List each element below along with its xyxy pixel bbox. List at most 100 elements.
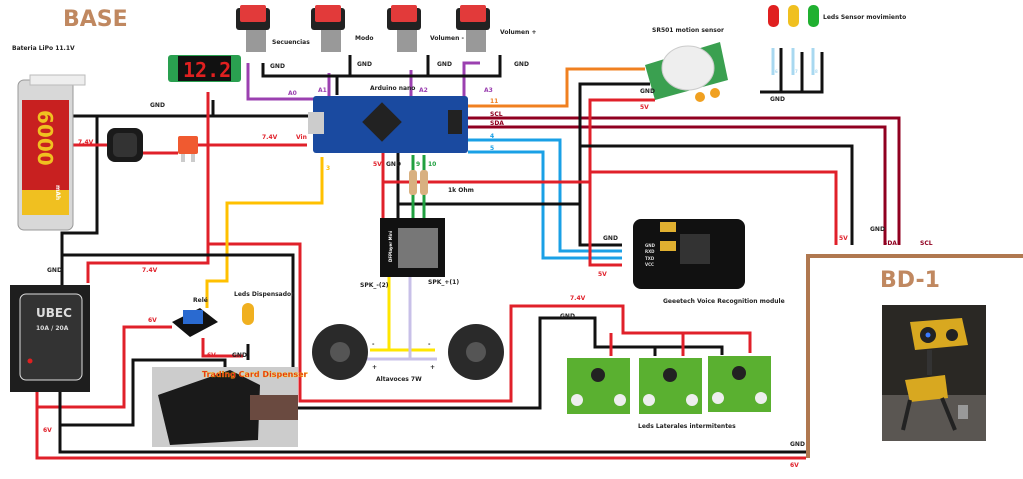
ubec-label: UBEC (36, 306, 72, 320)
wire-side-gnd (555, 316, 724, 355)
fuse (178, 136, 198, 162)
side-leds-gnd: GND (560, 313, 575, 320)
wire-bottom-6v (35, 407, 806, 460)
side-leds-label: Leds Laterales intermitentes (638, 423, 736, 430)
bd1-sda-label: SDA (883, 240, 897, 247)
side-leds: 7.4V GND Leds Laterales intermitentes (560, 295, 771, 430)
wire-gnd-loop (62, 253, 565, 410)
relay-6v-label: 6V (148, 317, 157, 324)
trading-card-dispenser: Trading Card Dispenser (152, 367, 308, 447)
arduino-nano: Arduino nano 11 SCL SDA 4 5 3 5V GND 9 1… (308, 85, 504, 172)
switch-secuencias[interactable]: Secuencias GND A0 (236, 5, 310, 97)
wire-side-74 (540, 304, 752, 353)
wire-scl (468, 116, 901, 245)
spk-pos-label: SPK_+(1) (428, 279, 459, 286)
pir-label: SR501 motion sensor (652, 27, 724, 34)
led-pin-6: 6 (775, 69, 778, 74)
vr-pin-gnd: GND (645, 243, 656, 248)
pin-10-label: 10 (428, 161, 436, 168)
wire-sda (468, 125, 887, 245)
switch-volumen-minus[interactable]: Volumen - GND A2 (387, 5, 464, 94)
switch-gnd-label: GND (437, 61, 452, 68)
wire-bd1-gnd (580, 144, 854, 245)
bd1-5v-label: 5V (839, 235, 848, 242)
leds-dispenser-label: Leds Dispensador (234, 291, 294, 298)
battery: Bateria LiPo 11.1V 6000 mAh (12, 45, 86, 231)
ubec-74v-label: 7.4V (142, 267, 158, 274)
bd1-title: BD-1 (880, 268, 940, 293)
voltmeter: 12.2 (168, 55, 241, 82)
switch-label: Modo (355, 35, 374, 42)
speaker-plus: + (430, 364, 435, 371)
base-title: BASE (63, 7, 128, 32)
ubec-rating: 10A / 20A (36, 325, 69, 332)
power-switch[interactable] (107, 128, 143, 162)
switch-label: Volumen - (430, 35, 464, 42)
speaker-minus: - (372, 341, 375, 348)
wire-74-side-leds (208, 242, 540, 403)
led-pin-8: 8 (815, 69, 818, 74)
wire-a3 (462, 61, 480, 97)
resistors: 1k Ohm (409, 170, 474, 195)
label-main-gnd: GND (150, 102, 165, 109)
wire-dispenser-gnd (58, 358, 227, 427)
pin-3-label: 3 (326, 165, 330, 172)
vr-pin-rxd: RXD (645, 249, 655, 254)
speakers-label: Altavoces 7W (376, 376, 422, 383)
speaker-plus: + (372, 364, 377, 371)
switch-pin-label: A2 (419, 87, 428, 94)
leds-dispenser-6v: 6V (207, 352, 216, 359)
speakers: - - + + Altavoces 7W (312, 324, 504, 383)
switch-label: Secuencias (272, 39, 310, 46)
voltmeter-reading: 12.2 (183, 58, 231, 82)
vr-label: Geeetech Voice Recognition module (663, 298, 785, 305)
switch-pin-label: A1 (318, 87, 327, 94)
wire-spk-neg (370, 277, 435, 352)
arduino-label: Arduino nano (370, 85, 415, 92)
pin-gnd-label: GND (386, 161, 401, 168)
label-bottom-6v: 6V (790, 462, 799, 469)
wire-a0 (246, 63, 315, 101)
pir-gnd-label: GND (640, 88, 655, 95)
pir-5v-label: 5V (640, 104, 649, 111)
dfplayer-label: DFPlayer Mini (388, 230, 393, 262)
wire-spk-pos (367, 277, 437, 361)
bd1-scl-label: SCL (920, 240, 933, 247)
switch-gnd-label: GND (270, 63, 285, 70)
label-vin: Vin (296, 134, 307, 141)
pin-5-label: 5 (490, 145, 494, 152)
wire-gnd-ubec (60, 116, 99, 285)
ubec: UBEC 10A / 20A GND 7.4V 6V (10, 267, 158, 434)
wire-pin4 (468, 138, 622, 253)
battery-brand-print: mAh (54, 185, 61, 200)
leds-dispenser: Leds Dispensador 6V GND (207, 291, 294, 359)
battery-capacity-print: 6000 (33, 110, 57, 166)
switch-pin-label: A3 (484, 87, 493, 94)
dispenser-label: Trading Card Dispenser (202, 370, 308, 379)
dfplayer: DFPlayer Mini SPK_-(2) SPK_+(1) (360, 218, 459, 289)
speaker-minus: - (428, 341, 431, 348)
led-pin-7: 7 (795, 69, 798, 74)
bd1-gnd-label: GND (870, 226, 885, 233)
wire-74-ubec (86, 92, 210, 283)
vr-gnd-label: GND (603, 235, 618, 242)
switch-modo[interactable]: Modo GND A1 (311, 5, 374, 94)
relay-label: Relé (193, 297, 208, 304)
wire-switch-gnd (261, 55, 502, 78)
leds-sensor-gnd: GND (770, 96, 785, 103)
ubec-gnd-label: GND (47, 267, 62, 274)
label-bottom-gnd: GND (790, 441, 805, 448)
wire-relay-6v (35, 325, 172, 409)
switch-volumen-plus[interactable]: Volumen + GND A3 (456, 5, 536, 94)
label-fuse-74v: 7.4V (262, 134, 278, 141)
leds-sensor-label: Leds Sensor movimiento (823, 14, 906, 21)
pin-11-label: 11 (490, 98, 498, 105)
switch-gnd-label: GND (514, 61, 529, 68)
label-battery-74v: 7.4V (78, 139, 94, 146)
led-red (768, 5, 779, 27)
switch-gnd-label: GND (357, 61, 372, 68)
led-green (808, 5, 819, 27)
wire-bd1-5v (590, 170, 838, 245)
pin-4-label: 4 (490, 133, 494, 140)
